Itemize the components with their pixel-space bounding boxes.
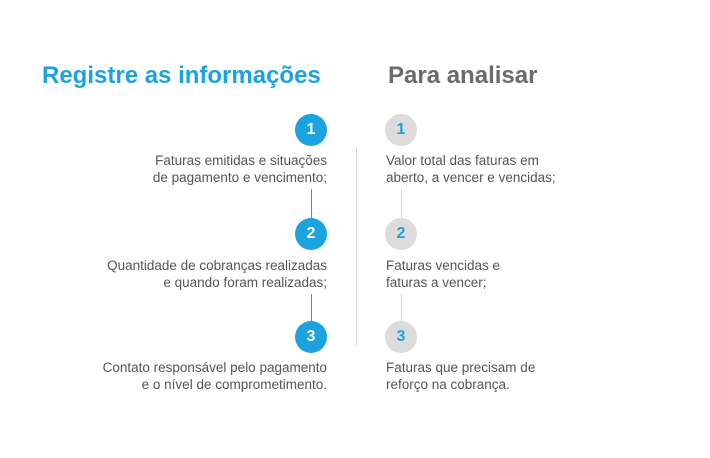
left-connector-2 bbox=[311, 294, 312, 321]
right-column-title: Para analisar bbox=[388, 62, 538, 89]
left-step-2-badge: 2 bbox=[295, 218, 327, 250]
left-step-1-text: Faturas emitidas e situações de pagament… bbox=[152, 153, 327, 185]
left-column-title: Registre as informações bbox=[42, 62, 321, 89]
left-step-1-badge: 1 bbox=[295, 114, 327, 146]
column-divider bbox=[356, 148, 357, 346]
left-step-2-text: Quantidade de cobranças realizadas e qua… bbox=[107, 258, 327, 290]
right-step-3-text: Faturas que precisam de reforço na cobra… bbox=[386, 360, 536, 392]
right-connector-2 bbox=[401, 294, 402, 321]
right-step-1-badge: 1 bbox=[385, 114, 417, 146]
right-step-2-text: Faturas vencidas e faturas a vencer; bbox=[386, 258, 501, 290]
right-step-3-badge: 3 bbox=[385, 321, 417, 353]
right-connector-1 bbox=[401, 189, 402, 218]
left-step-3-text: Contato responsável pelo pagamento e o n… bbox=[102, 360, 327, 392]
left-step-3-badge: 3 bbox=[295, 321, 327, 353]
left-connector-1 bbox=[311, 189, 312, 218]
right-step-2-badge: 2 bbox=[385, 218, 417, 250]
right-step-1-text: Valor total das faturas em aberto, a ven… bbox=[386, 153, 556, 185]
